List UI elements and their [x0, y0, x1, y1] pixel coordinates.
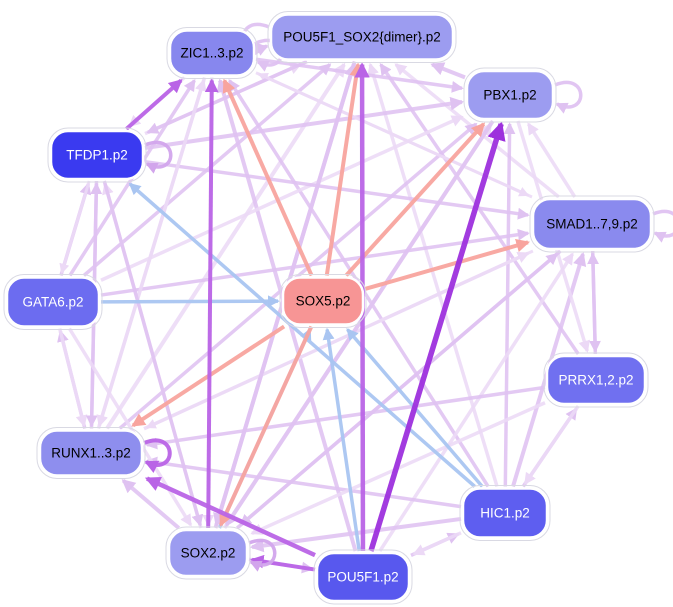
node-body	[531, 197, 653, 251]
node-smad[interactable]: SMAD1..7,9.p2	[529, 195, 655, 253]
node-ring	[313, 549, 413, 605]
node-body	[168, 29, 256, 77]
node-body	[49, 129, 145, 181]
edge-dimer-tfdp	[146, 59, 308, 134]
node-ring	[47, 127, 147, 183]
edge-hic-pbx	[503, 122, 516, 487]
edge-gata-runx	[57, 328, 88, 428]
node-body	[269, 13, 455, 61]
node-body	[5, 276, 101, 328]
edge-runx-pbx	[118, 122, 478, 430]
edge-tfdp-zic	[124, 79, 183, 131]
edge-smad-pbx	[526, 122, 577, 198]
node-ring	[459, 485, 551, 541]
node-ring	[529, 195, 655, 253]
edge-sox5-dimer	[324, 62, 363, 276]
self-loop-pbx	[554, 80, 583, 114]
edge-runx-dimer	[105, 62, 346, 430]
edge-tfdp-smad	[144, 159, 530, 220]
self-loop-runx	[143, 438, 172, 474]
edge-pou-sox5	[322, 327, 361, 552]
self-loop-sox2	[248, 538, 277, 572]
node-ring	[543, 352, 649, 408]
node-body	[461, 487, 549, 539]
edge-tfdp-pbx	[144, 96, 465, 151]
edge-zic-smad	[255, 71, 530, 197]
node-ring	[279, 274, 367, 328]
edge-sox5-smad	[364, 238, 530, 291]
node-zic[interactable]: ZIC1..3.p2	[166, 27, 258, 79]
node-ring	[166, 27, 258, 79]
edge-pbx-dimer	[430, 62, 466, 80]
edge-tfdp-sox2	[102, 180, 204, 527]
edge-pou-pbx	[368, 121, 506, 552]
node-ring	[36, 427, 146, 479]
node-dimer[interactable]: POU5F1_SOX2{dimer}.p2	[267, 11, 457, 63]
node-hic[interactable]: HIC1.p2	[459, 485, 551, 541]
edge-pbx-sox2	[224, 119, 495, 527]
node-body	[281, 276, 365, 326]
node-body	[465, 69, 555, 121]
edge-zic-runx	[96, 76, 207, 428]
node-runx[interactable]: RUNX1..3.p2	[36, 427, 146, 479]
edge-hic-runx	[145, 456, 462, 509]
edge-gata-pbx	[100, 115, 464, 282]
edge-pou-runx	[144, 476, 316, 558]
edge-smad-sox2	[239, 249, 562, 527]
self-loop-smad	[652, 209, 673, 243]
node-ring	[267, 11, 457, 63]
node-sox2[interactable]: SOX2.p2	[165, 526, 251, 580]
node-ring	[463, 67, 557, 123]
node-prrx[interactable]: PRRX1,2.p2	[543, 352, 649, 408]
edge-hic-pou	[412, 531, 462, 556]
edge-tfdp-gata	[59, 180, 91, 274]
node-body	[545, 354, 647, 406]
node-ring	[165, 526, 251, 580]
node-pou[interactable]: POU5F1.p2	[313, 549, 413, 605]
node-ring	[3, 274, 103, 330]
node-body	[315, 551, 411, 603]
edge-prrx-runx	[145, 385, 546, 450]
node-pbx[interactable]: PBX1.p2	[463, 67, 557, 123]
edge-gata-smad	[100, 228, 530, 297]
edge-sox5-zic	[222, 78, 314, 277]
node-body	[167, 528, 249, 578]
edge-gata-sox5	[100, 295, 280, 308]
edge-sox5-sox2	[218, 325, 314, 527]
node-body	[38, 429, 144, 477]
edge-zic-pbx	[255, 57, 464, 93]
edge-prrx-hic	[523, 405, 580, 485]
edge-sox2-zic	[204, 78, 219, 529]
edge-smad-prrx	[589, 250, 601, 353]
edge-smad-runx	[145, 249, 534, 429]
node-sox5[interactable]: SOX5.p2	[279, 274, 367, 328]
edge-gata-sox2	[67, 327, 193, 527]
node-layer: POU5F1_SOX2{dimer}.p2ZIC1..3.p2PBX1.p2TF…	[3, 11, 655, 605]
node-gata[interactable]: GATA6.p2	[3, 274, 103, 330]
edge-pou-smad	[378, 252, 575, 552]
edge-sox5-pbx	[344, 122, 486, 277]
node-tfdp[interactable]: TFDP1.p2	[47, 127, 147, 183]
edge-sox2-runx	[121, 478, 181, 530]
self-loop-tfdp	[144, 140, 173, 174]
edge-layer	[57, 22, 673, 574]
